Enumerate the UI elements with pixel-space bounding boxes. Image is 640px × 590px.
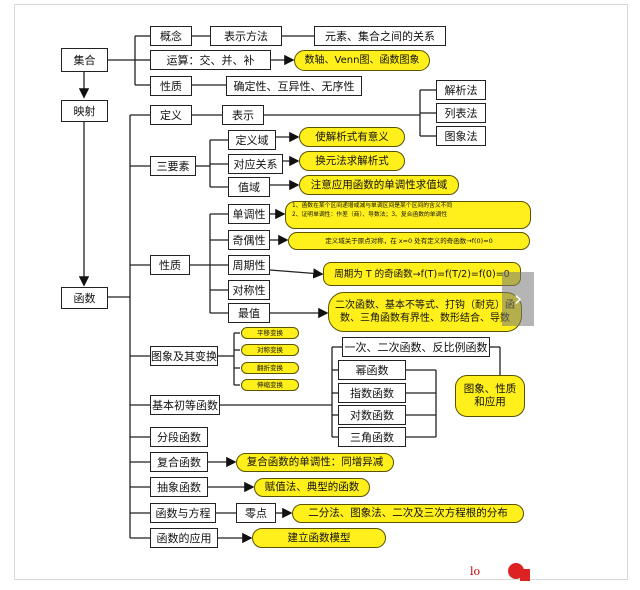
watermark-text: lo <box>470 565 481 578</box>
node-representation-method: 表示方法 <box>210 26 282 46</box>
node-monotonicity: 单调性 <box>228 204 270 224</box>
note-extrema: 二次函数、基本不等式、打钩（耐克）函数、三角函数有界性、数形结合、导数 <box>328 292 522 332</box>
chevron-right-icon: › <box>513 286 523 312</box>
note-graph-properties: 图象、性质和应用 <box>455 375 525 417</box>
node-parity: 奇偶性 <box>228 230 270 250</box>
watermark-icon <box>508 563 530 581</box>
note-domain: 使解析式有意义 <box>299 127 405 147</box>
node-zero-point: 零点 <box>236 503 276 523</box>
node-extrema: 最值 <box>228 303 270 323</box>
node-logarithmic-function: 对数函数 <box>338 405 406 425</box>
node-analytic-method: 解析法 <box>436 80 486 100</box>
node-range: 值域 <box>228 177 270 197</box>
next-arrow-button[interactable]: › <box>502 272 534 326</box>
node-function-application: 函数的应用 <box>150 528 218 548</box>
node-domain: 定义域 <box>228 130 276 150</box>
node-composite-function: 复合函数 <box>150 452 208 472</box>
node-concept: 概念 <box>150 26 192 46</box>
node-periodicity: 周期性 <box>228 255 270 275</box>
node-exponential-function: 指数函数 <box>338 383 406 403</box>
node-determinacy: 确定性、互异性、无序性 <box>226 76 362 96</box>
note-composite: 复合函数的单调性：同增异减 <box>236 453 394 472</box>
note-range: 注意应用函数的单调性求值域 <box>299 175 459 195</box>
note-monotonicity-line-1: 1、函数在某个区间递增或减与单调区间是某个区间的含义不同 <box>292 203 453 209</box>
node-symmetry: 对称性 <box>228 280 270 300</box>
node-mapping: 映射 <box>61 100 108 122</box>
note-application: 建立函数模型 <box>252 528 386 548</box>
note-abstract: 赋值法、典型的函数 <box>254 478 370 497</box>
note-parity: 定义域关于原点对称，在 x=0 处有定义的奇函数→f(0)=0 <box>288 232 530 250</box>
node-three-elements: 三要素 <box>150 156 196 176</box>
node-correspondence: 对应关系 <box>228 154 283 174</box>
note-flip-transform: 翻折变换 <box>241 362 299 374</box>
node-piecewise-function: 分段函数 <box>150 427 208 447</box>
note-periodicity: 周期为 T 的奇函数→f(T)=f(T/2)=f(0)=0 <box>323 262 521 286</box>
note-scale-transform: 伸缩变换 <box>241 379 299 391</box>
node-set: 集合 <box>61 48 108 72</box>
node-function-properties: 性质 <box>150 255 190 275</box>
node-graph-transform: 图象及其变换 <box>150 346 218 366</box>
note-correspondence: 换元法求解析式 <box>299 151 405 171</box>
node-linear-quadratic: 一次、二次函数、反比例函数 <box>342 337 490 357</box>
note-monotonicity: 1、函数在某个区间递增或减与单调区间是某个区间的含义不同 2、证明单调性：作差（… <box>285 201 531 229</box>
note-zero-point: 二分法、图象法、二次及三次方程根的分布 <box>292 504 524 523</box>
node-abstract-function: 抽象函数 <box>150 477 208 497</box>
node-element-set-relations: 元素、集合之间的关系 <box>314 26 446 46</box>
node-power-function: 幂函数 <box>338 360 406 380</box>
note-monotonicity-line-2: 2、证明单调性：作差（商）、导数法；3、复合函数的单调性 <box>292 212 448 218</box>
node-set-properties: 性质 <box>150 76 192 96</box>
node-elementary-functions: 基本初等函数 <box>150 395 220 415</box>
note-venn: 数轴、Venn图、函数图象 <box>294 50 430 71</box>
note-translation: 平移变换 <box>241 327 299 339</box>
node-function: 函数 <box>61 287 108 309</box>
node-set-operations: 运算：交、并、补 <box>150 50 271 70</box>
node-graph-method: 图象法 <box>436 126 486 146</box>
node-trigonometric-function: 三角函数 <box>338 427 406 447</box>
node-definition: 定义 <box>150 105 192 125</box>
node-table-method: 列表法 <box>436 103 486 123</box>
node-function-equation: 函数与方程 <box>150 503 216 523</box>
watermark-logo: lo <box>460 557 550 587</box>
node-representation: 表示 <box>222 105 264 125</box>
note-symmetry-transform: 对称变换 <box>241 344 299 356</box>
